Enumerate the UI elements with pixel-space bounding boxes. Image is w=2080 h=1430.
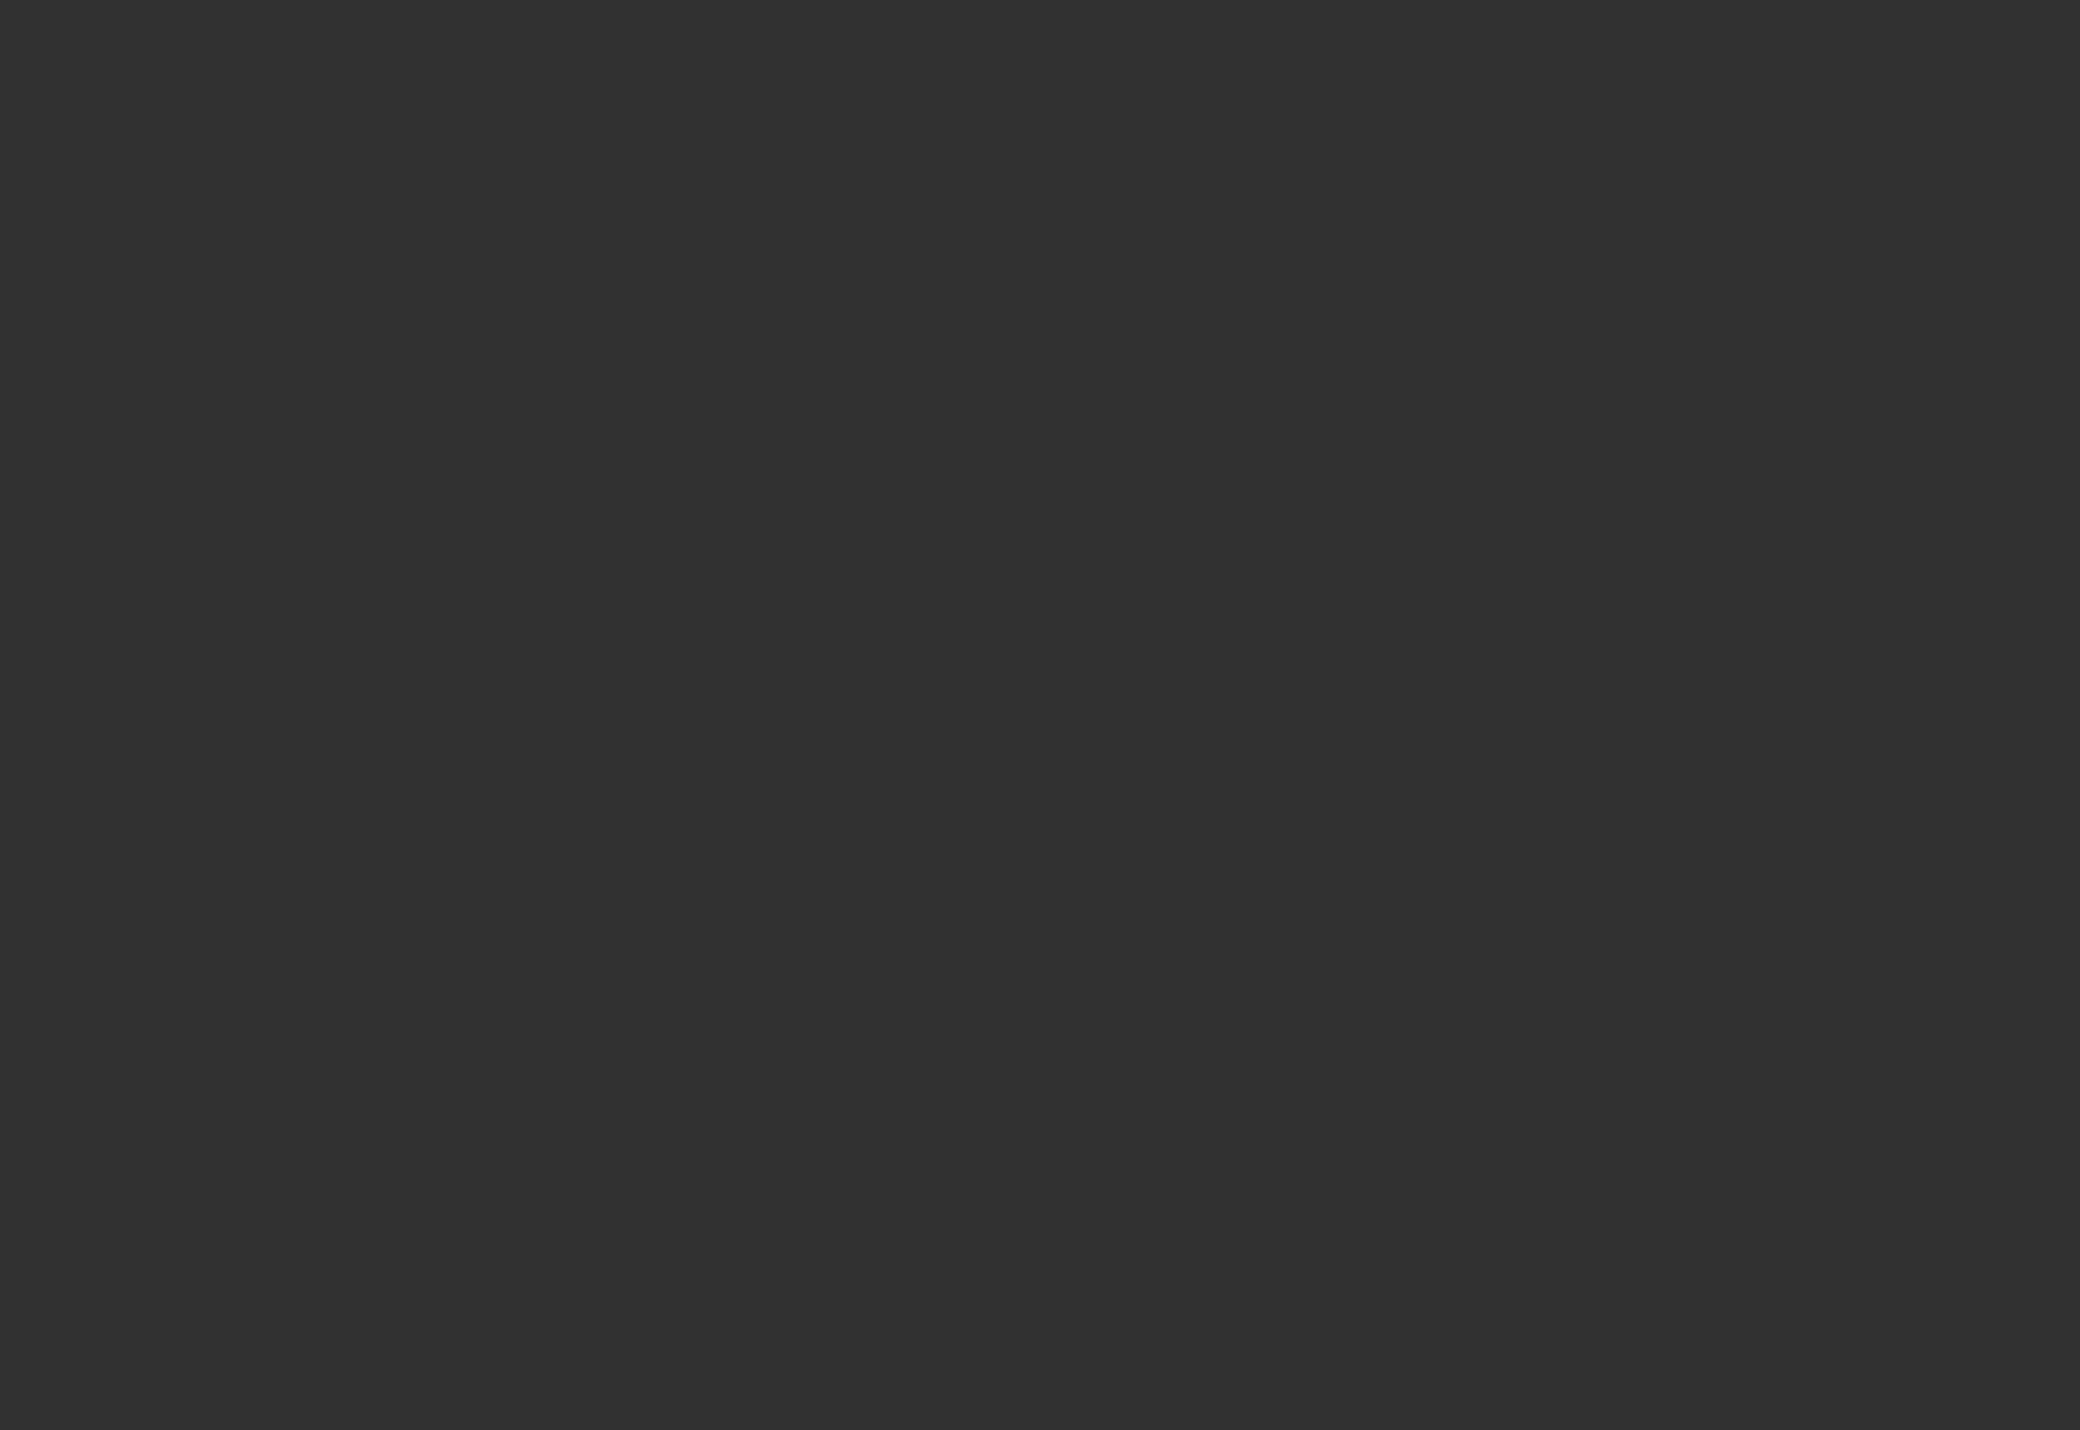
figma-canvas	[0, 0, 2080, 1430]
